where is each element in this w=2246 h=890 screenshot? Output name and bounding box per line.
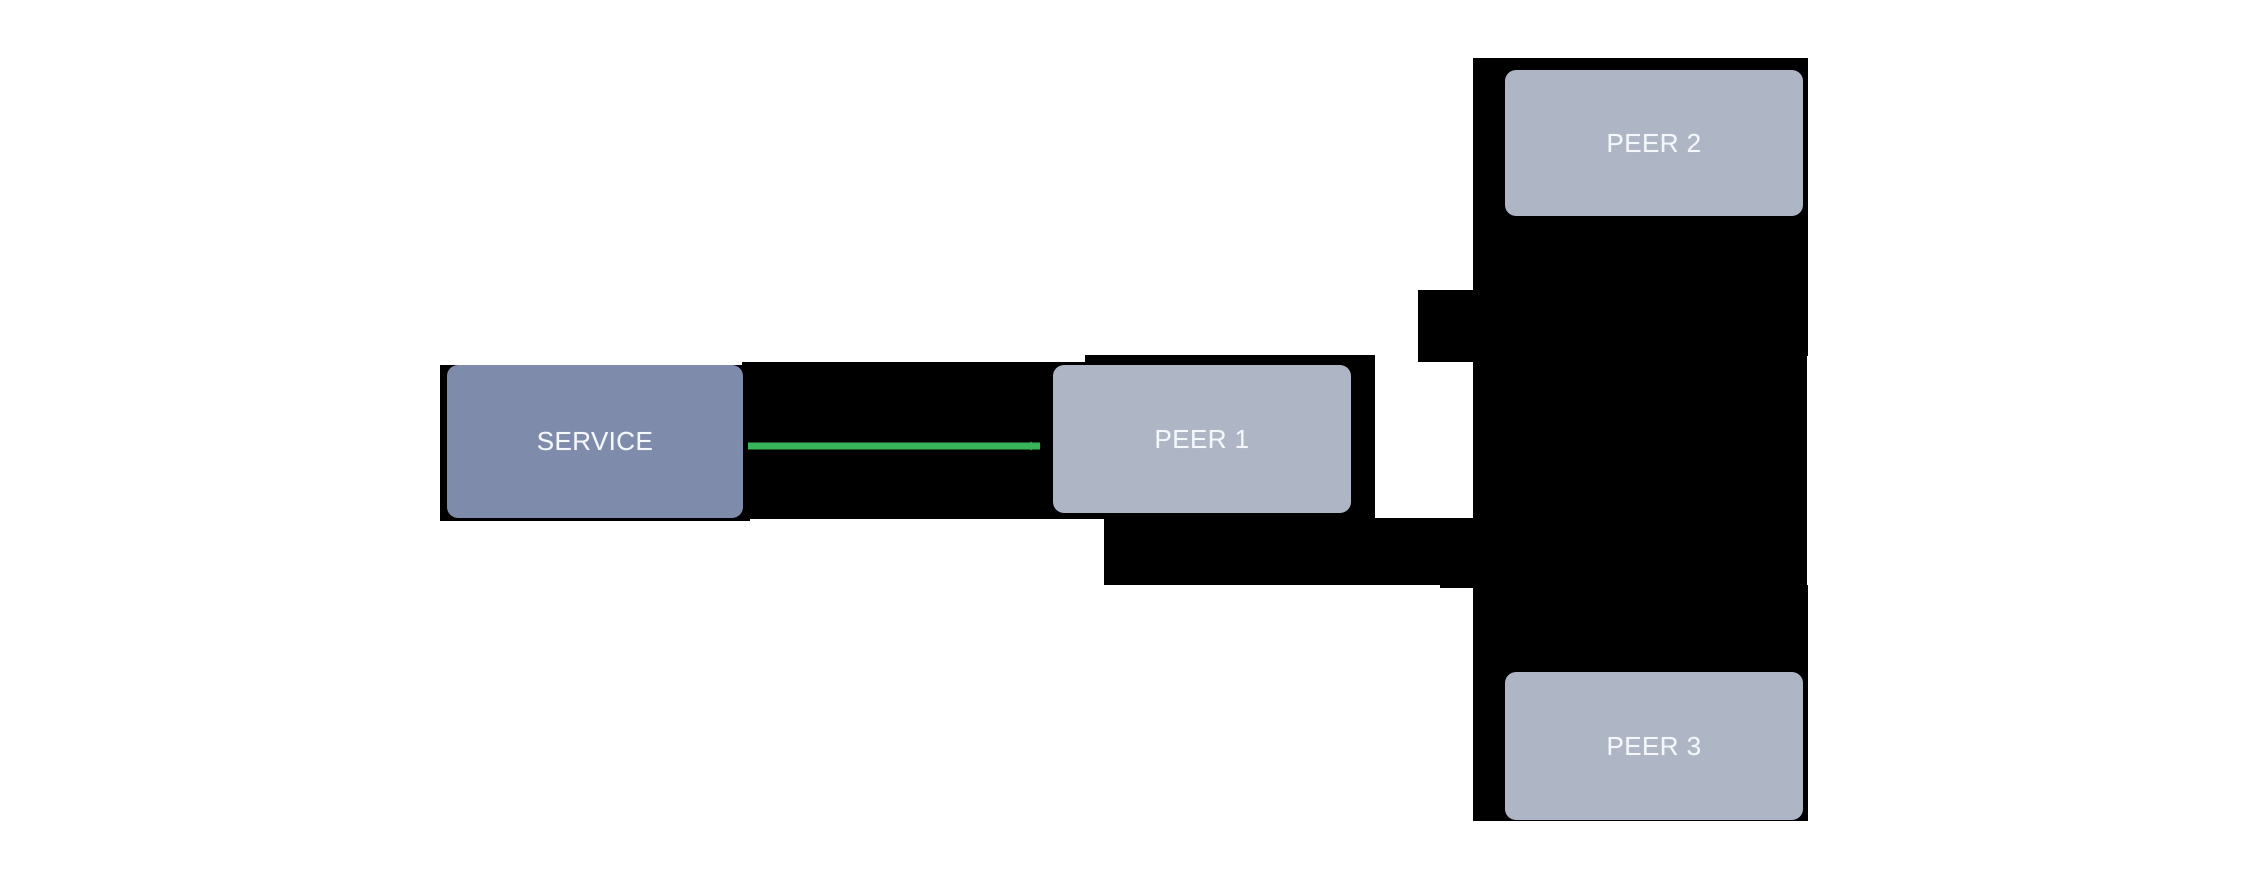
highlight-region-peer3-notch [1440,518,1476,588]
node-peer-3[interactable]: PEER 3 [1505,672,1803,820]
node-peer-3-label: PEER 3 [1606,730,1702,761]
node-peer-1-label: PEER 1 [1154,423,1250,454]
highlight-region-peer2-notch [1418,290,1476,362]
node-service-label: SERVICE [536,426,654,456]
node-peer-2-label: PEER 2 [1606,127,1702,158]
node-peer-1[interactable]: PEER 1 [1053,365,1351,513]
highlight-region-trunk-lower [1473,355,1807,586]
node-peer-2[interactable]: PEER 2 [1505,70,1803,216]
highlight-region-mid-band [742,362,1087,519]
node-service[interactable]: SERVICE [447,365,743,518]
highlight-region-peer1-lower-band [1104,518,1476,585]
